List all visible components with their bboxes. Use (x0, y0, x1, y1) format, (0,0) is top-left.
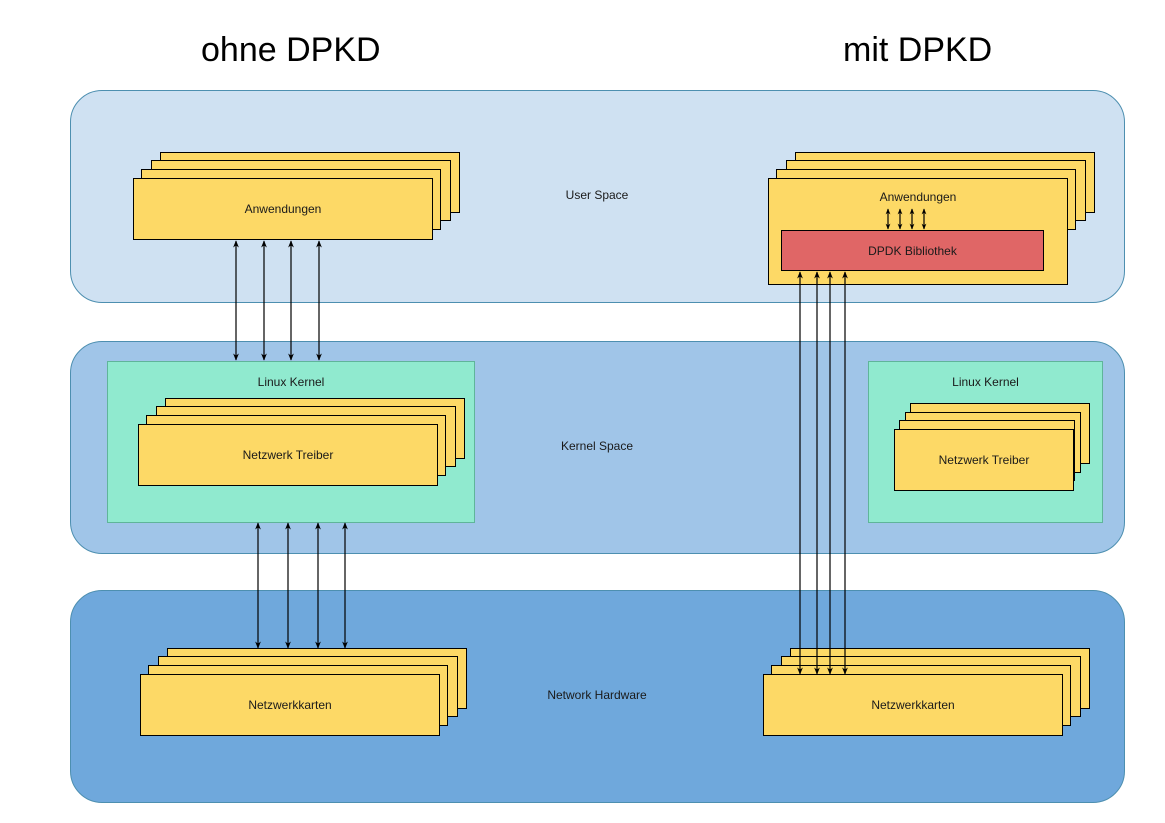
kernel-space-label: Kernel Space (560, 439, 634, 453)
left-network-driver-box: Netzwerk Treiber (138, 424, 438, 486)
network-hardware-label: Network Hardware (547, 688, 647, 702)
left-network-driver-label: Netzwerk Treiber (242, 448, 334, 462)
right-network-driver-box: Netzwerk Treiber (894, 429, 1074, 491)
right-applications-label: Anwendungen (879, 190, 957, 204)
right-linux-kernel-label: Linux Kernel (952, 375, 1019, 389)
right-network-driver-label: Netzwerk Treiber (938, 453, 1030, 467)
dpdk-library-label: DPDK Bibliothek (868, 243, 957, 258)
left-linux-kernel-label: Linux Kernel (257, 375, 325, 389)
right-network-cards-box: Netzwerkkarten (763, 674, 1063, 736)
left-applications-label: Anwendungen (244, 202, 322, 216)
right-network-cards-label: Netzwerkkarten (871, 698, 955, 712)
user-space-label: User Space (565, 188, 629, 202)
left-network-cards-label: Netzwerkkarten (248, 698, 332, 712)
left-applications-box: Anwendungen (133, 178, 433, 240)
left-network-cards-box: Netzwerkkarten (140, 674, 440, 736)
title-with-dpdk: mit DPKD (843, 31, 993, 69)
dpdk-library-box: DPDK Bibliothek (781, 230, 1044, 271)
title-without-dpdk: ohne DPKD (201, 31, 381, 69)
